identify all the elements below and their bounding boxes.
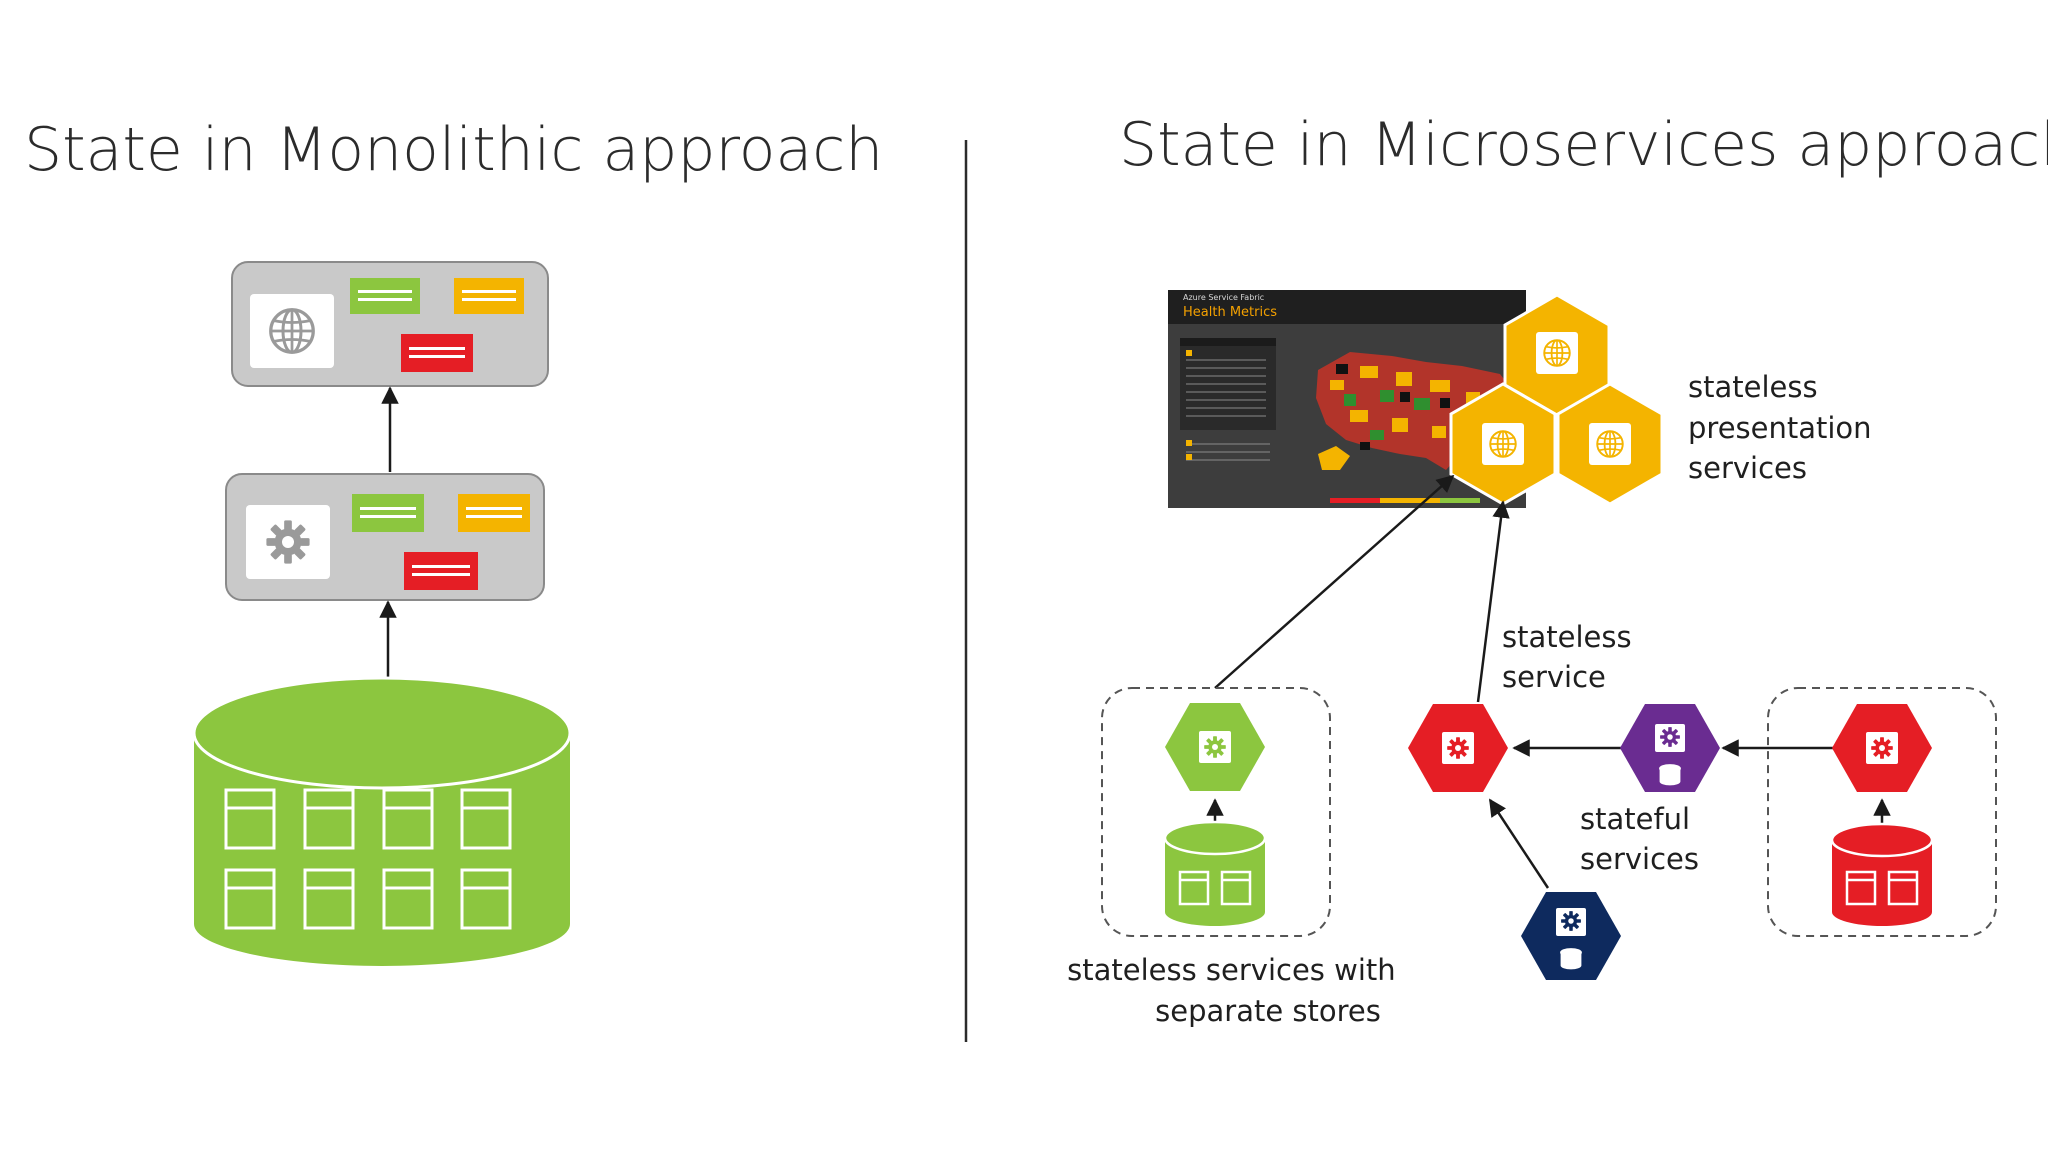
label-line: service bbox=[1502, 660, 1606, 694]
gear-icon bbox=[1204, 736, 1226, 758]
arrow-navy-to-red bbox=[1488, 798, 1550, 889]
arrow-green-to-presentation bbox=[1214, 474, 1455, 689]
yellow-component bbox=[458, 494, 530, 532]
dashboard-title: Health Metrics bbox=[1183, 305, 1277, 320]
dashboard-caption: Azure Service Fabric bbox=[1183, 293, 1264, 302]
label-stateless-presentation-services: stateless presentation services bbox=[1688, 370, 1881, 485]
database-icon bbox=[1659, 764, 1681, 786]
green-stateless-service bbox=[1165, 703, 1265, 791]
right-title: State in Microservices approach bbox=[1119, 110, 2048, 180]
red-stateless-service bbox=[1408, 704, 1508, 792]
label-line: services bbox=[1688, 451, 1807, 485]
label-line: stateless services with bbox=[1067, 953, 1396, 987]
yellow-component bbox=[454, 278, 524, 314]
label-line: services bbox=[1580, 842, 1699, 876]
globe-icon bbox=[1489, 430, 1517, 458]
label-line: stateless bbox=[1502, 620, 1632, 654]
left-title: State in Monolithic approach bbox=[24, 115, 883, 185]
red-component bbox=[401, 334, 473, 372]
green-component bbox=[350, 278, 420, 314]
presentation-hex-right bbox=[1556, 382, 1664, 506]
label-stateless-service: stateless service bbox=[1502, 620, 1641, 694]
separate-store-group-right bbox=[1767, 687, 1997, 937]
gear-icon bbox=[1447, 737, 1469, 759]
gear-icon bbox=[266, 520, 310, 564]
arrow-red-to-presentation bbox=[1476, 500, 1510, 703]
red-store-database bbox=[1830, 822, 1934, 926]
presentation-tier bbox=[231, 261, 549, 387]
green-component bbox=[352, 494, 424, 532]
label-line: stateless bbox=[1688, 370, 1818, 404]
globe-icon bbox=[1596, 430, 1624, 458]
gear-icon bbox=[1871, 737, 1893, 759]
health-metrics-dashboard: Azure Service Fabric Health Metrics bbox=[1168, 290, 1526, 508]
gear-icon bbox=[1660, 727, 1680, 747]
label-line: separate stores bbox=[1155, 994, 1381, 1028]
gear-icon bbox=[1561, 911, 1581, 931]
database-icon bbox=[1560, 948, 1582, 970]
logic-tier bbox=[225, 473, 545, 601]
monolith-database bbox=[192, 676, 572, 966]
red-service-right bbox=[1832, 704, 1932, 792]
label-stateful-services: stateful services bbox=[1580, 802, 1699, 876]
green-store-database bbox=[1163, 820, 1267, 926]
navy-stateful-service bbox=[1521, 892, 1621, 980]
label-line: presentation bbox=[1688, 411, 1872, 445]
crop-mask bbox=[1500, 982, 1640, 1012]
separate-store-group-left bbox=[1101, 687, 1331, 937]
purple-stateful-service bbox=[1620, 704, 1720, 792]
label-line: stateful bbox=[1580, 802, 1690, 836]
globe-icon bbox=[1543, 339, 1571, 367]
label-stateless-services-separate-stores: stateless services with separate stores bbox=[1067, 953, 1405, 1028]
globe-icon bbox=[269, 308, 315, 354]
red-component bbox=[404, 552, 478, 590]
